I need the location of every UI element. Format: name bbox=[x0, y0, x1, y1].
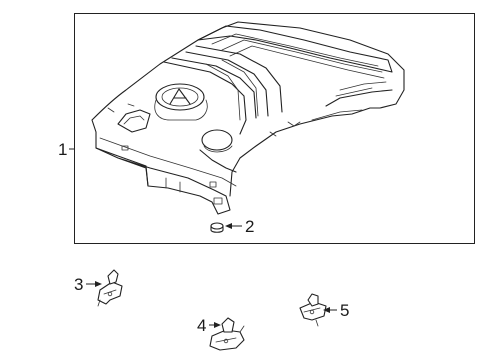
bracket-part-4[interactable] bbox=[209, 317, 245, 351]
assembly-frame bbox=[74, 13, 475, 244]
callout-5: 5 bbox=[323, 301, 349, 320]
callout-4-label: 4 bbox=[197, 316, 206, 335]
engine-cover[interactable] bbox=[91, 21, 405, 215]
bracket-part-5[interactable] bbox=[299, 293, 327, 327]
callout-5-label: 5 bbox=[340, 301, 349, 320]
callout-4: 4 bbox=[197, 316, 221, 335]
callout-1: 1 bbox=[58, 140, 74, 159]
bracket-part-3[interactable] bbox=[97, 269, 123, 307]
callout-1-label: 1 bbox=[58, 140, 67, 159]
callout-2: 2 bbox=[225, 217, 254, 236]
callout-2-label: 2 bbox=[245, 217, 254, 236]
callout-3-label: 3 bbox=[74, 275, 83, 294]
callout-3: 3 bbox=[74, 275, 102, 294]
grommet[interactable] bbox=[210, 222, 224, 233]
